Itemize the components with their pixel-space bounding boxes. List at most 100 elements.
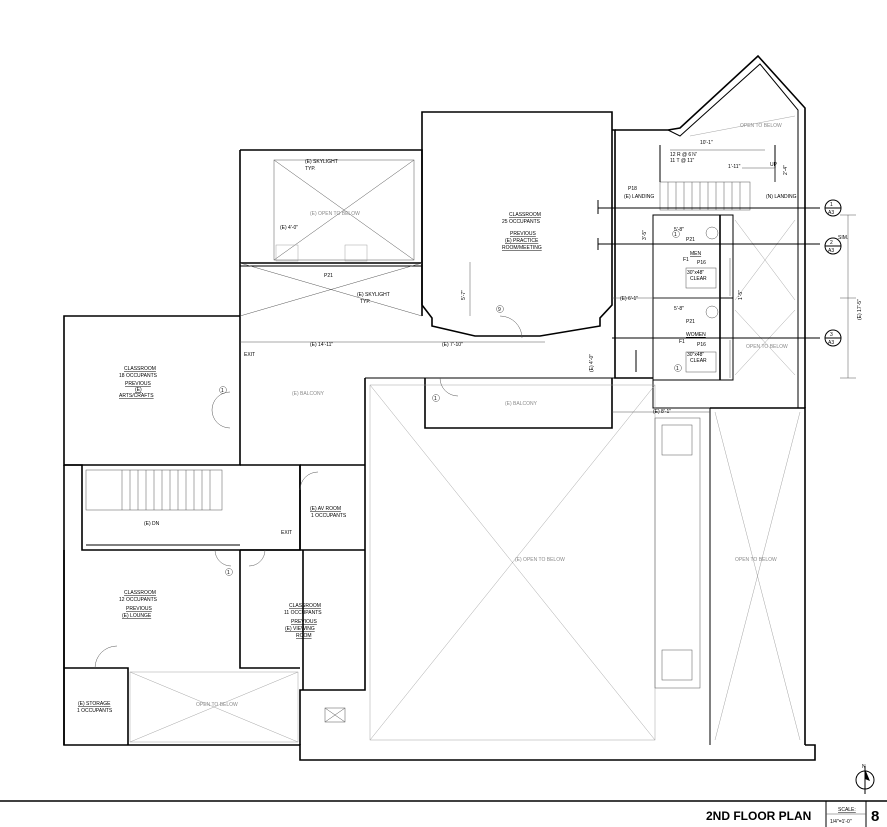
tag-f1-men: F1 — [683, 257, 689, 263]
clear-label: CLEAR — [690, 276, 707, 282]
room-label: MEN — [690, 251, 702, 257]
sim-label: SIM. — [838, 235, 848, 241]
room-previous-use: (E) VIEWING — [285, 626, 315, 632]
tag-p16-women: P16 — [697, 342, 706, 348]
title-block: 2ND FLOOR PLAN SCALE: 1/4"=1'-0" 8 — [0, 800, 887, 827]
stair-treads: 11 T @ 11" — [670, 158, 694, 164]
section-marker-3: 3 A3 — [824, 329, 842, 347]
room-label: WOMEN — [686, 332, 706, 338]
plan-title: 2ND FLOOR PLAN — [706, 809, 811, 823]
stair-risers: 12 R @ 6⅞" — [670, 152, 697, 158]
clear-space: 30"x48" — [687, 270, 704, 276]
dim-8-1: (E) 8'-1" — [653, 409, 671, 415]
skylight-label-bottom: (E) SKYLIGHT — [357, 292, 390, 298]
exit-label-left: EXIT — [244, 352, 255, 358]
dim-5-7: 5'-7" — [461, 290, 467, 300]
stair-right-lower — [654, 417, 701, 689]
section-marker-1: 1 A3 — [824, 199, 842, 217]
room-previous: PREVIOUS — [125, 381, 152, 387]
north-arrow: N — [855, 764, 875, 794]
room-classroom-18: CLASSROOM 18 OCCUPANTS PREVIOUS (E) ARTS… — [119, 366, 158, 399]
room-occupants: 1 OCCUPANTS — [77, 708, 113, 714]
dim-1-11: 1'-11" — [728, 164, 741, 170]
scale-label: SCALE: — [838, 807, 856, 813]
dimension-text: (E) 14'-11" (E) 7'-10" (E) 6'-1" (E) 8'-… — [280, 140, 863, 415]
landing-e-label: (E) LANDING — [624, 194, 654, 200]
stair-dn-label: (E) DN — [144, 521, 160, 527]
room-occupants: 1 OCCUPANTS — [311, 513, 347, 519]
room-label: CLASSROOM — [289, 603, 321, 609]
section-marker-1-num: 1 — [830, 202, 833, 208]
general-labels: (E) SKYLIGHT TYP. (E) SKYLIGHT TYP. (E) … — [144, 123, 848, 708]
dim-side-a: 3'-5" — [642, 230, 648, 240]
dim-10-1: 10'-1" — [700, 140, 713, 146]
dim-4-0b: (E) 4'-0" — [589, 354, 595, 372]
open-to-below-roof: OPEN TO BELOW — [740, 123, 782, 129]
open-to-below-center: (E) OPEN TO BELOW — [515, 557, 565, 563]
clear-space: 30"x48" — [687, 352, 704, 358]
section-marker-1-sheet: A3 — [828, 210, 834, 216]
skylight-typ-top: TYP. — [305, 166, 315, 172]
exit-label-center: EXIT — [281, 530, 292, 536]
door-tag-1b: 1 — [434, 396, 437, 402]
tag-p21: P21 — [324, 273, 333, 279]
dim-4-0: (E) 4'-0" — [280, 225, 298, 231]
room-storage: (E) STORAGE 1 OCCUPANTS — [77, 701, 113, 714]
balcony-label: (E) BALCONY — [505, 401, 538, 407]
women-dim: 5'-8" — [674, 306, 684, 312]
dim-7-10: (E) 7'-10" — [442, 342, 463, 348]
tag-p21-women: P21 — [686, 319, 695, 325]
room-previous: PREVIOUS — [510, 231, 537, 237]
door-tag-1a: 1 — [221, 388, 224, 394]
room-label: (E) STORAGE — [78, 701, 111, 707]
room-previous-use-2: ROOM — [296, 633, 312, 639]
skylight-typ-bottom: TYP. — [360, 299, 370, 305]
men-dim: 5'-8" — [674, 227, 684, 233]
room-previous: PREVIOUS — [291, 619, 318, 625]
skylight-label-top: (E) SKYLIGHT — [305, 159, 338, 165]
north-letter: N — [862, 764, 866, 770]
dim-14-11: (E) 14'-11" — [310, 342, 333, 348]
room-previous-use: (E) — [135, 387, 142, 393]
scale-value: 1/4"=1'-0" — [830, 819, 852, 825]
room-previous-use: (E) LOUNGE — [122, 613, 152, 619]
room-label: CLASSROOM — [509, 212, 541, 218]
tag-p16-men: P16 — [697, 260, 706, 266]
clear-label: CLEAR — [690, 358, 707, 364]
tag-p21-men: P21 — [686, 237, 695, 243]
skylight-open-area — [239, 159, 423, 317]
section-marker-3-num: 3 — [830, 332, 833, 338]
tag-p18: P18 — [628, 186, 637, 192]
room-label: (E) AV ROOM — [310, 506, 341, 512]
door-tag-1c: 1 — [227, 570, 230, 576]
room-classroom-12: CLASSROOM 12 OCCUPANTS PREVIOUS (E) LOUN… — [119, 590, 158, 619]
stairs-upper-right — [659, 145, 776, 211]
stair-up-label: UP — [770, 162, 778, 168]
open-to-below-right: OPEN TO BELOW — [735, 557, 777, 563]
section-marker-2: 2 A3 — [824, 237, 842, 255]
doors — [94, 315, 523, 669]
room-av: (E) AV ROOM 1 OCCUPANTS — [310, 506, 347, 519]
room-occupants: 12 OCCUPANTS — [119, 597, 158, 603]
room-previous: PREVIOUS — [126, 606, 153, 612]
exterior-walls — [63, 54, 816, 761]
room-previous-use-2: ROOM/MEETING — [502, 245, 542, 251]
dim-6-1: (E) 6'-1" — [620, 296, 638, 302]
dim-side-b: 1'-5" — [738, 290, 744, 300]
open-to-below-bottom: OPEN TO BELOW — [196, 702, 238, 708]
door-tag-1d: 1 — [674, 232, 677, 238]
room-previous-use-2: ARTS/CRAFTS — [119, 393, 154, 399]
tag-f1-women: F1 — [679, 339, 685, 345]
room-occupants: 18 OCCUPANTS — [119, 373, 158, 379]
room-previous-use: (E) PRACTICE — [505, 238, 539, 244]
room-label: CLASSROOM — [124, 366, 156, 372]
room-women: WOMEN 30"x48" CLEAR 5'-8" — [674, 306, 707, 364]
landing-n-label: (N) LANDING — [766, 194, 797, 200]
open-to-below-top: (E) OPEN TO BELOW — [310, 211, 360, 217]
room-occupants: 25 OCCUPANTS — [502, 219, 541, 225]
balcony-left-label: (E) BALCONY — [292, 391, 325, 397]
dim-2-4: 2'-4" — [783, 165, 789, 175]
section-marker-2-num: 2 — [830, 240, 833, 246]
door-tag-1e: 1 — [676, 366, 679, 372]
dim-17-5: (E) 17'-5" — [857, 299, 863, 320]
